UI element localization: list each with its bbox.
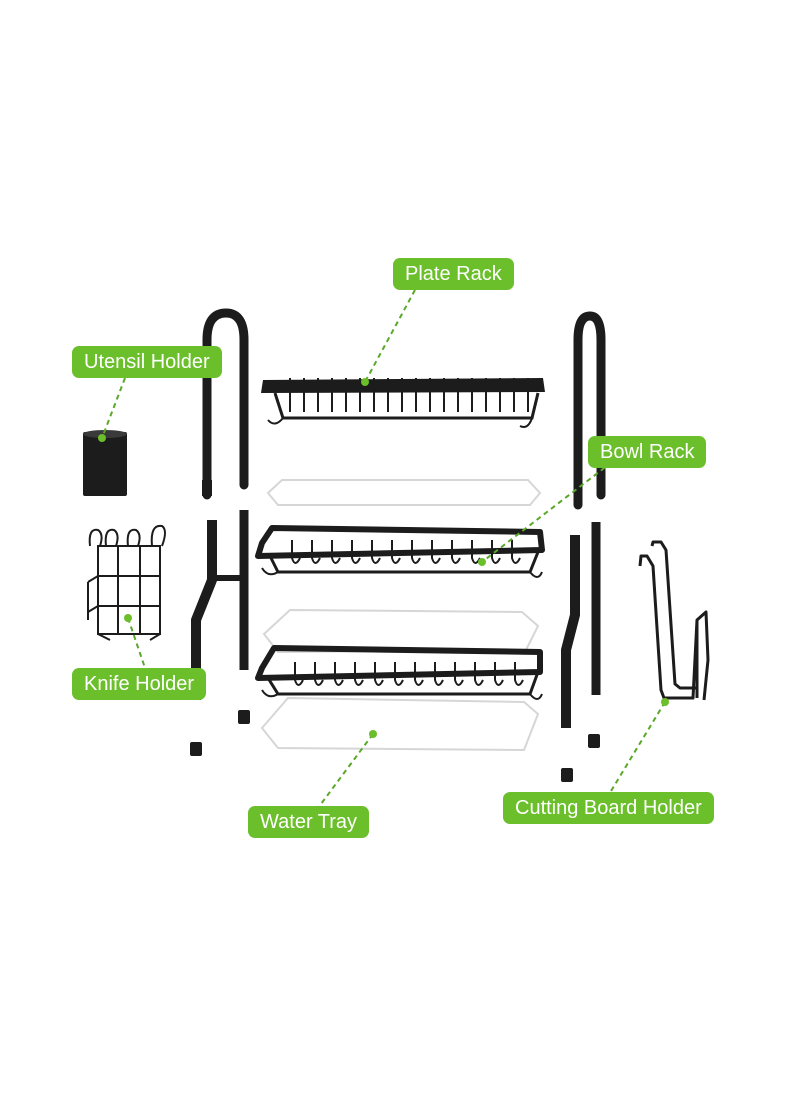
lower-rack [255, 645, 543, 700]
plate-rack [261, 378, 545, 428]
knife-holder [87, 524, 166, 641]
leader-line-bowl-rack [481, 461, 613, 563]
left-foot [238, 710, 250, 724]
label-bowl-rack: Bowl Rack [588, 436, 707, 468]
right-frame-lower [561, 522, 601, 782]
drip-tray-top [266, 479, 542, 506]
leader-dots [98, 378, 669, 738]
left-frame-upper [202, 308, 249, 500]
anchor-dot-bowl-rack [478, 558, 486, 566]
right-foot [561, 768, 573, 782]
label-utensil-holder: Utensil Holder [72, 346, 222, 378]
leader-line-knife-holder [127, 617, 146, 669]
label-knife-holder: Knife Holder [72, 668, 207, 700]
right-foot [588, 734, 600, 748]
bowl-rack [255, 525, 545, 578]
left-frame-lower [190, 510, 250, 756]
water-tray [260, 696, 540, 752]
anchor-dot-water-tray [369, 730, 377, 738]
label-water-tray: Water Tray [248, 806, 370, 838]
label-cutting-board-holder: Cutting Board Holder [503, 792, 714, 824]
anchor-dot-plate-rack [361, 378, 369, 386]
leader-line-plate-rack [364, 289, 416, 383]
leader-line-cutting-board-holder [607, 701, 666, 797]
leader-line-utensil-holder [101, 377, 126, 439]
anchor-dot-utensil-holder [98, 434, 106, 442]
utensil-holder [83, 430, 127, 496]
leader-line-water-tray [317, 733, 374, 809]
left-foot [190, 742, 202, 756]
anchor-dot-cutting-board-holder [661, 698, 669, 706]
label-plate-rack: Plate Rack [393, 258, 514, 290]
cutting-board-holder [638, 540, 710, 701]
anchor-dot-knife-holder [124, 614, 132, 622]
leader-lines [101, 289, 666, 809]
right-frame-upper [573, 311, 606, 510]
